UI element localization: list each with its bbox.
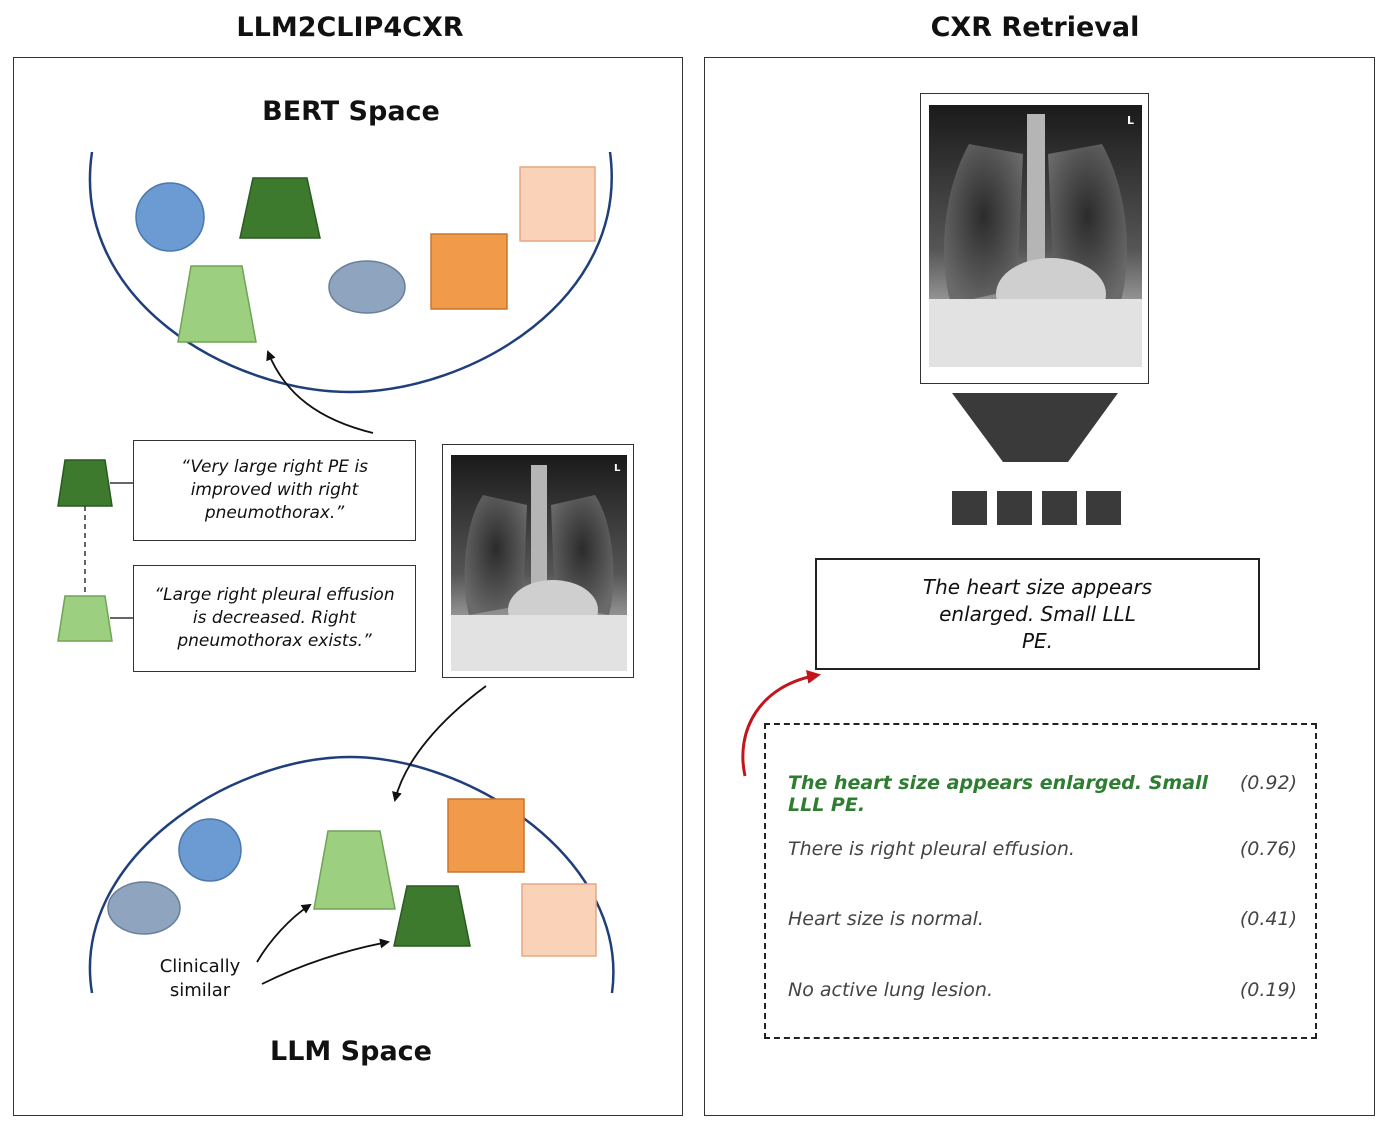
llm-orange-square (447, 798, 525, 873)
right-panel (704, 57, 1375, 1116)
left-panel-title: LLM2CLIP4CXR (236, 12, 464, 43)
result-score-4: (0.19) (1239, 979, 1297, 1001)
retrieval-results-box: The heart size appears enlarged. Small L… (764, 723, 1317, 1039)
quote-1-dark-green-trapezoid (57, 459, 113, 507)
bert-dark-green-trapezoid (239, 177, 321, 239)
arrow-xray-to-llm-space (392, 685, 487, 802)
embedding-token (997, 491, 1032, 525)
result-text-1: The heart size appears enlarged. Small L… (788, 772, 1209, 816)
llm-light-green-trapezoid (313, 830, 396, 910)
embedding-token (952, 491, 987, 525)
llm-light-orange-square (521, 883, 597, 957)
right-xray-marker: L (1127, 114, 1135, 127)
query-text: The heart size appears enlarged. Small L… (922, 574, 1153, 653)
llm-space-label: LLM Space (270, 1036, 432, 1067)
embedding-token (1042, 491, 1077, 525)
quote-box-2: “Large right pleural effusion is decreas… (133, 565, 416, 672)
llm-space-curve (88, 755, 615, 994)
bert-gray-ellipse (328, 260, 406, 314)
result-text-2: There is right pleural effusion. (788, 838, 1075, 860)
right-xray-image (929, 105, 1142, 367)
bert-blue-circle (135, 182, 205, 252)
result-row-2: There is right pleural effusion. (0.76) (788, 838, 1297, 860)
result-text-3: Heart size is normal. (788, 908, 984, 930)
result-row-4: No active lung lesion. (0.19) (788, 979, 1297, 1001)
right-chest-xray: L (920, 93, 1149, 384)
llm-gray-ellipse (107, 881, 181, 935)
left-panel (13, 57, 683, 1116)
quote-box-1: “Very large right PE is improved with ri… (133, 440, 416, 541)
left-xray-marker: L (614, 463, 621, 474)
bert-space-curve (88, 151, 613, 394)
arrow-to-bert-space (266, 350, 374, 434)
retrieval-red-arrow (741, 669, 821, 777)
image-encoder-trapezoid (952, 393, 1118, 462)
result-row-1: The heart size appears enlarged. Small L… (788, 772, 1297, 816)
bert-orange-square (430, 233, 508, 310)
arrow-similar-to-light-green (256, 903, 312, 963)
clinically-similar-label: Clinically similar (159, 956, 241, 1001)
result-score-2: (0.76) (1239, 838, 1297, 860)
llm-blue-circle (178, 818, 242, 882)
embedding-token (1086, 491, 1121, 525)
left-xray-image (451, 455, 627, 671)
bert-light-green-trapezoid (177, 265, 257, 343)
result-text-4: No active lung lesion. (788, 979, 993, 1001)
bert-light-orange-square (519, 166, 596, 242)
query-text-box: The heart size appears enlarged. Small L… (815, 558, 1260, 670)
llm-dark-green-trapezoid (393, 885, 471, 947)
result-score-1: (0.92) (1239, 772, 1297, 794)
right-panel-title: CXR Retrieval (930, 12, 1140, 43)
left-chest-xray: L (442, 444, 634, 678)
bert-space-label: BERT Space (262, 96, 440, 127)
quote-2-light-green-trapezoid (57, 595, 113, 642)
result-row-3: Heart size is normal. (0.41) (788, 908, 1297, 930)
arrow-similar-to-dark-green (261, 938, 390, 985)
result-score-3: (0.41) (1239, 908, 1297, 930)
